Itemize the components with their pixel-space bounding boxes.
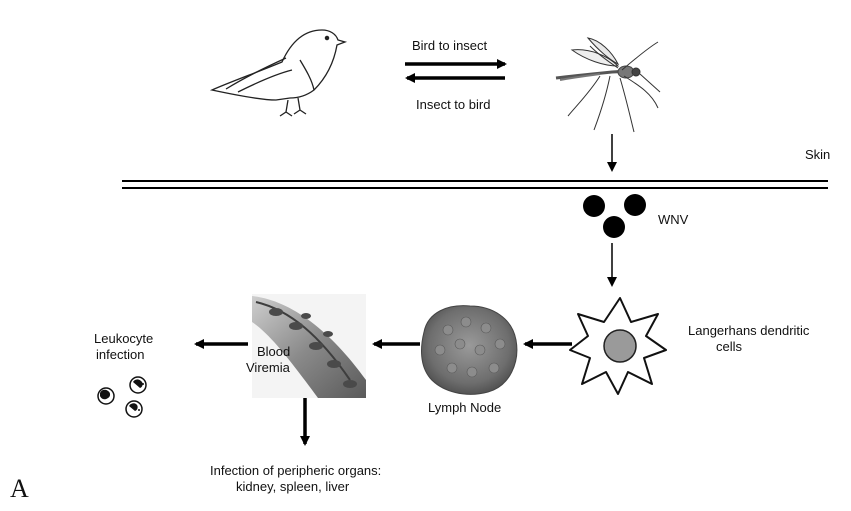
panel-letter: A xyxy=(10,474,29,504)
peripheral-organs-label-line2: kidney, spleen, liver xyxy=(236,479,349,495)
wnv-label: WNV xyxy=(658,212,688,228)
bird-icon xyxy=(212,30,345,116)
leukocyte-icon xyxy=(98,377,146,417)
bird-to-insect-label: Bird to insect xyxy=(412,38,487,54)
lymph-node-label: Lymph Node xyxy=(428,400,501,416)
langerhans-label-line1: Langerhans dendritic xyxy=(688,323,809,339)
langerhans-label-line2: cells xyxy=(716,339,742,355)
virus-particle-icon xyxy=(583,194,646,238)
insect-to-bird-label: Insect to bird xyxy=(416,97,490,113)
dendritic-cell-icon xyxy=(570,298,666,394)
blood-label: Blood xyxy=(257,344,290,360)
peripheral-organs-label-line1: Infection of peripheric organs: xyxy=(210,463,381,479)
leukocyte-label-line2: infection xyxy=(96,347,144,363)
viremia-label: Viremia xyxy=(246,360,290,376)
skin-label: Skin xyxy=(805,147,830,163)
lymph-node-icon xyxy=(422,306,517,395)
mosquito-icon xyxy=(556,38,660,132)
leukocyte-label-line1: Leukocyte xyxy=(94,331,153,347)
